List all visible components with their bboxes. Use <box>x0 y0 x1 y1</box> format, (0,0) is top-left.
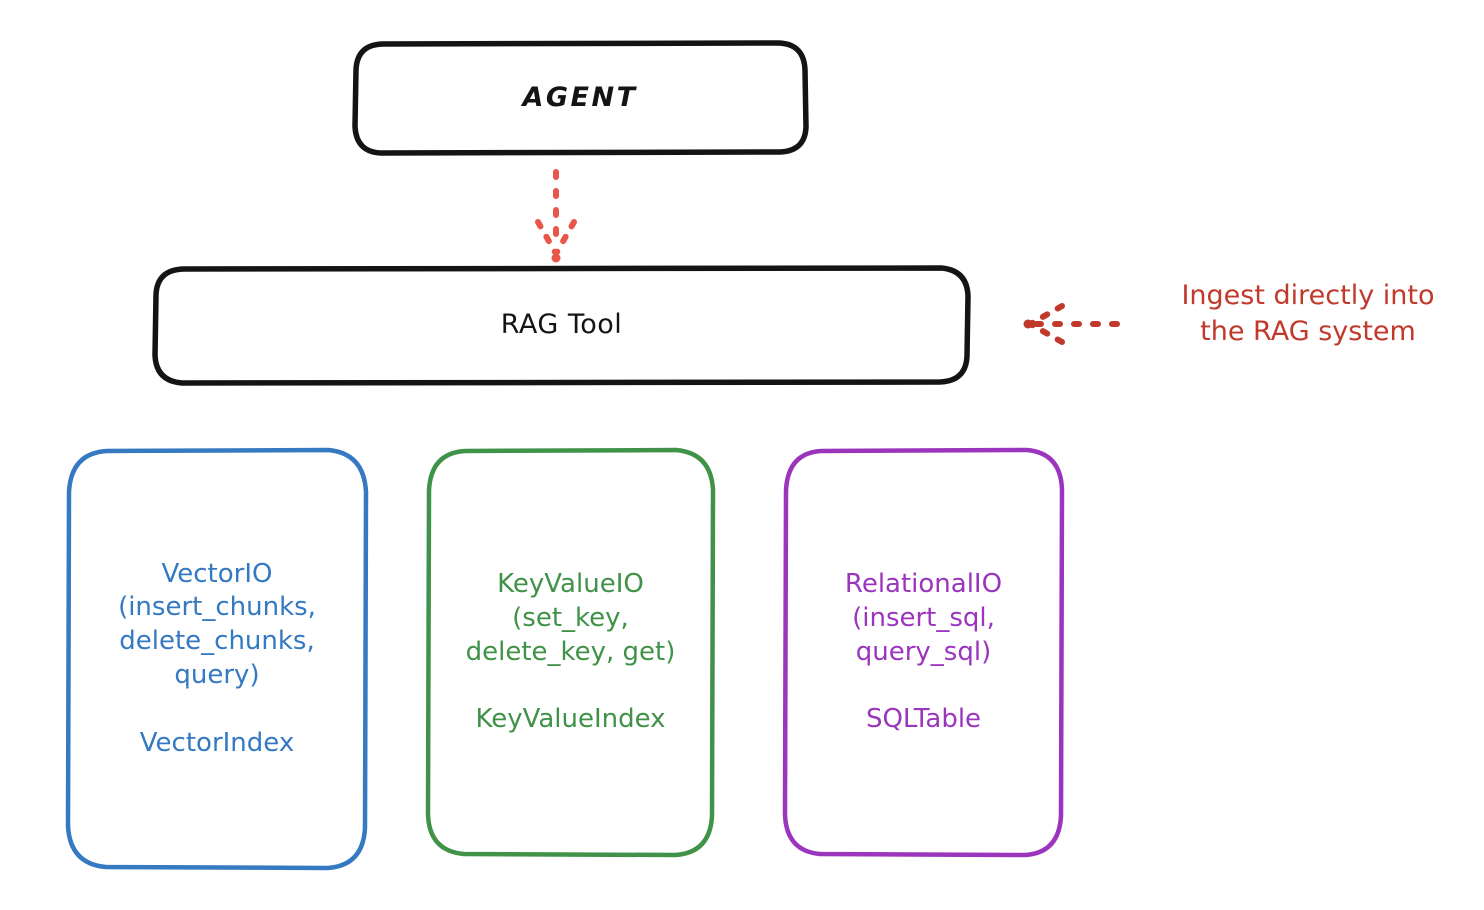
connector-ingest-to-rag-tool <box>1023 303 1129 345</box>
node-vector-io[interactable]: VectorIO (insert_chunks, delete_chunks, … <box>68 450 366 868</box>
rag-tool-label: RAG Tool <box>500 309 623 341</box>
node-rag-tool[interactable]: RAG Tool <box>155 268 968 383</box>
key-value-io-text-stack: KeyValueIO (set_key, delete_key, get) Ke… <box>434 568 707 737</box>
agent-label: AGENT <box>522 81 638 113</box>
vector-io-index-label: VectorIndex <box>139 727 295 758</box>
key-value-io-api-label: KeyValueIO (set_key, delete_key, get) <box>465 568 676 667</box>
relational-io-table-label: SQLTable <box>865 704 982 735</box>
connector-agent-to-rag-tool <box>535 169 577 263</box>
node-agent[interactable]: AGENT <box>355 43 805 153</box>
vector-io-api-label: VectorIO (insert_chunks, delete_chunks, … <box>118 558 316 690</box>
node-key-value-io[interactable]: KeyValueIO (set_key, delete_key, get) Ke… <box>428 450 713 855</box>
annotation-ingest-directly: Ingest directly into the RAG system <box>1181 280 1435 347</box>
relational-io-text-stack: RelationalIO (insert_sql, query_sql) SQL… <box>793 568 1054 737</box>
node-relational-io[interactable]: RelationalIO (insert_sql, query_sql) SQL… <box>785 450 1062 855</box>
key-value-io-index-label: KeyValueIndex <box>475 704 666 735</box>
relational-io-api-label: RelationalIO (insert_sql, query_sql) <box>844 568 1003 667</box>
vector-io-text-stack: VectorIO (insert_chunks, delete_chunks, … <box>78 558 356 761</box>
